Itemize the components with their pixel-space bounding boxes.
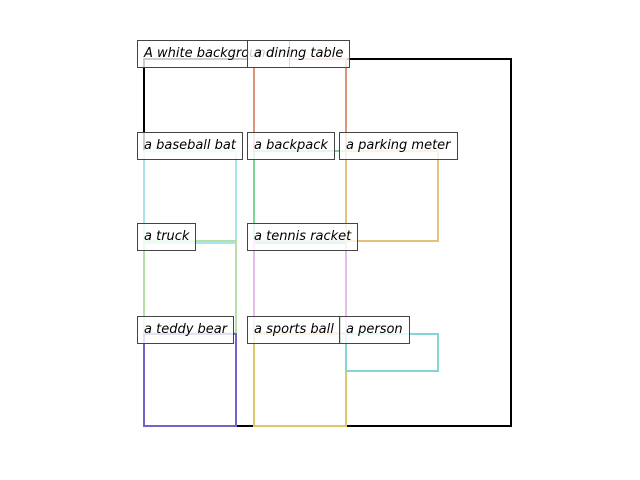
region-box-teddy-bear: [143, 333, 237, 427]
region-label-sports-ball: a sports ball: [247, 316, 341, 344]
region-label-tennis-racket: a tennis racket: [247, 223, 359, 251]
region-box-parking-meter: [345, 150, 439, 242]
region-label-parking-meter: a parking meter: [339, 132, 458, 160]
region-label-backpack: a backpack: [247, 132, 335, 160]
region-label-person: a person: [339, 316, 410, 344]
region-label-baseball-bat: a baseball bat: [137, 132, 243, 160]
region-box-sports-ball: [253, 333, 347, 427]
region-label-teddy-bear: a teddy bear: [137, 316, 235, 344]
region-label-dining-table: a dining table: [247, 40, 351, 68]
region-label-truck: a truck: [137, 223, 197, 251]
